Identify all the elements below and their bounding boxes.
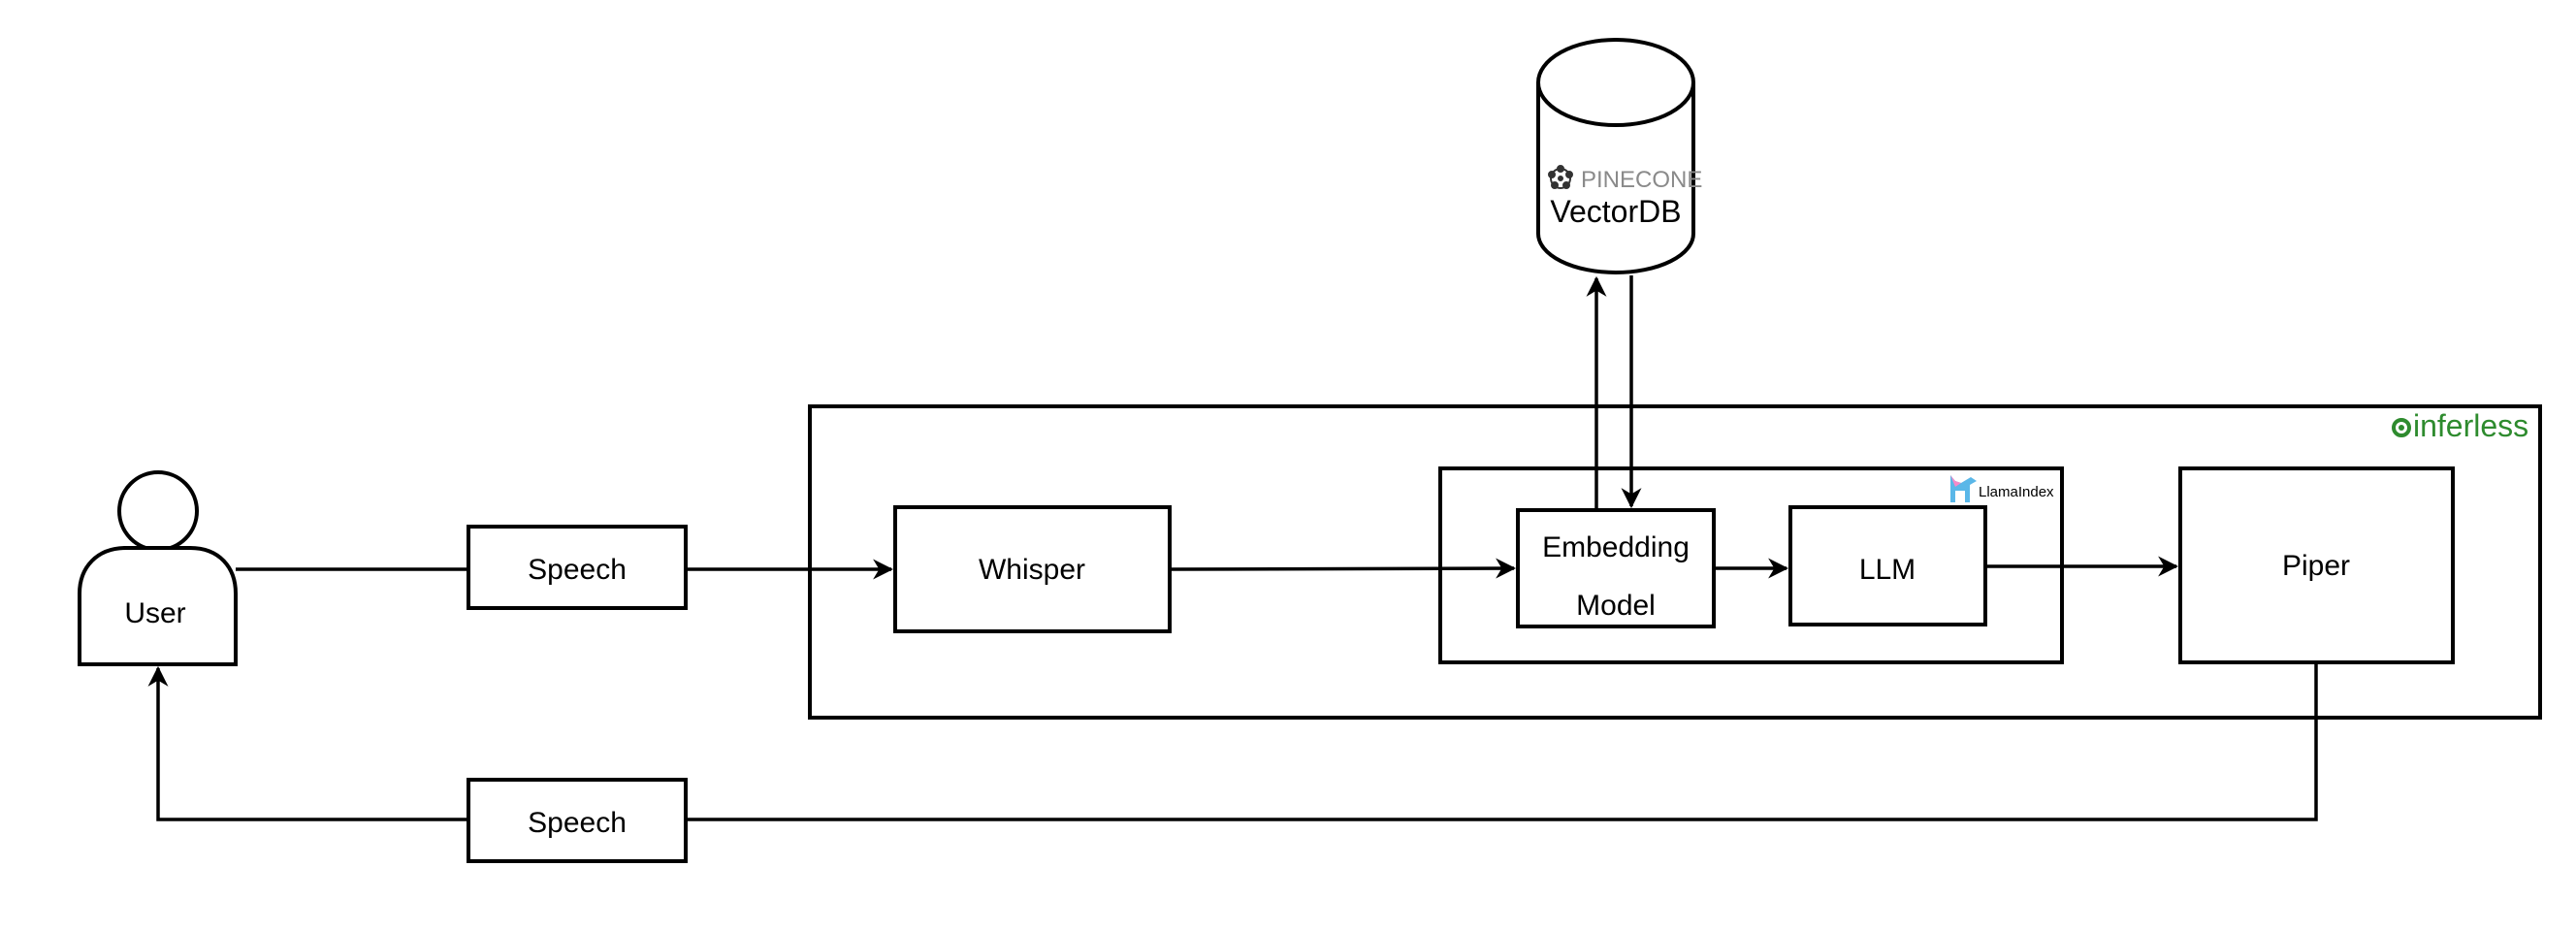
llm-node[interactable]: LLM <box>1788 505 1987 626</box>
inferless-container <box>808 404 2542 720</box>
inferless-logo: inferless <box>2392 408 2528 443</box>
edge-piper-speech-out <box>686 662 2318 821</box>
embedding-label-line2: Model <box>1576 590 1656 622</box>
pinecone-logo-text: PINECONE <box>1581 167 1702 193</box>
inferless-logo-icon <box>2392 418 2411 437</box>
llm-label: LLM <box>1859 554 1916 586</box>
edge-whisper-embedding <box>1169 558 1517 579</box>
speech-in-node[interactable]: Speech <box>467 525 688 610</box>
edge-speech-out-user <box>147 665 468 821</box>
llamaindex-logo-icon <box>1950 475 1977 502</box>
person-icon <box>78 546 238 666</box>
llamaindex-logo-text: LlamaIndex <box>1979 484 2054 500</box>
vectordb-label: VectorDB <box>1550 194 1681 229</box>
piper-node[interactable]: Piper <box>2178 466 2455 664</box>
pinecone-logo-icon <box>1548 165 1573 189</box>
user-node[interactable]: User <box>78 470 238 666</box>
speech-out-node[interactable]: Speech <box>467 778 688 863</box>
piper-label: Piper <box>2282 550 2350 582</box>
llamaindex-logo: LlamaIndex <box>1950 475 2054 502</box>
whisper-node[interactable]: Whisper <box>893 505 1172 633</box>
whisper-label: Whisper <box>979 554 1085 586</box>
person-icon-head <box>117 470 199 552</box>
connectors <box>147 275 2318 821</box>
embedding-label-line1: Embedding <box>1542 531 1690 563</box>
embedding-model-node[interactable]: Embedding Model <box>1516 508 1716 628</box>
user-label: User <box>124 597 185 629</box>
speech-in-label: Speech <box>528 554 627 586</box>
speech-out-label: Speech <box>528 807 627 839</box>
vectordb-node[interactable]: PINECONE VectorDB <box>1536 38 1702 274</box>
inferless-logo-text: inferless <box>2413 408 2528 443</box>
